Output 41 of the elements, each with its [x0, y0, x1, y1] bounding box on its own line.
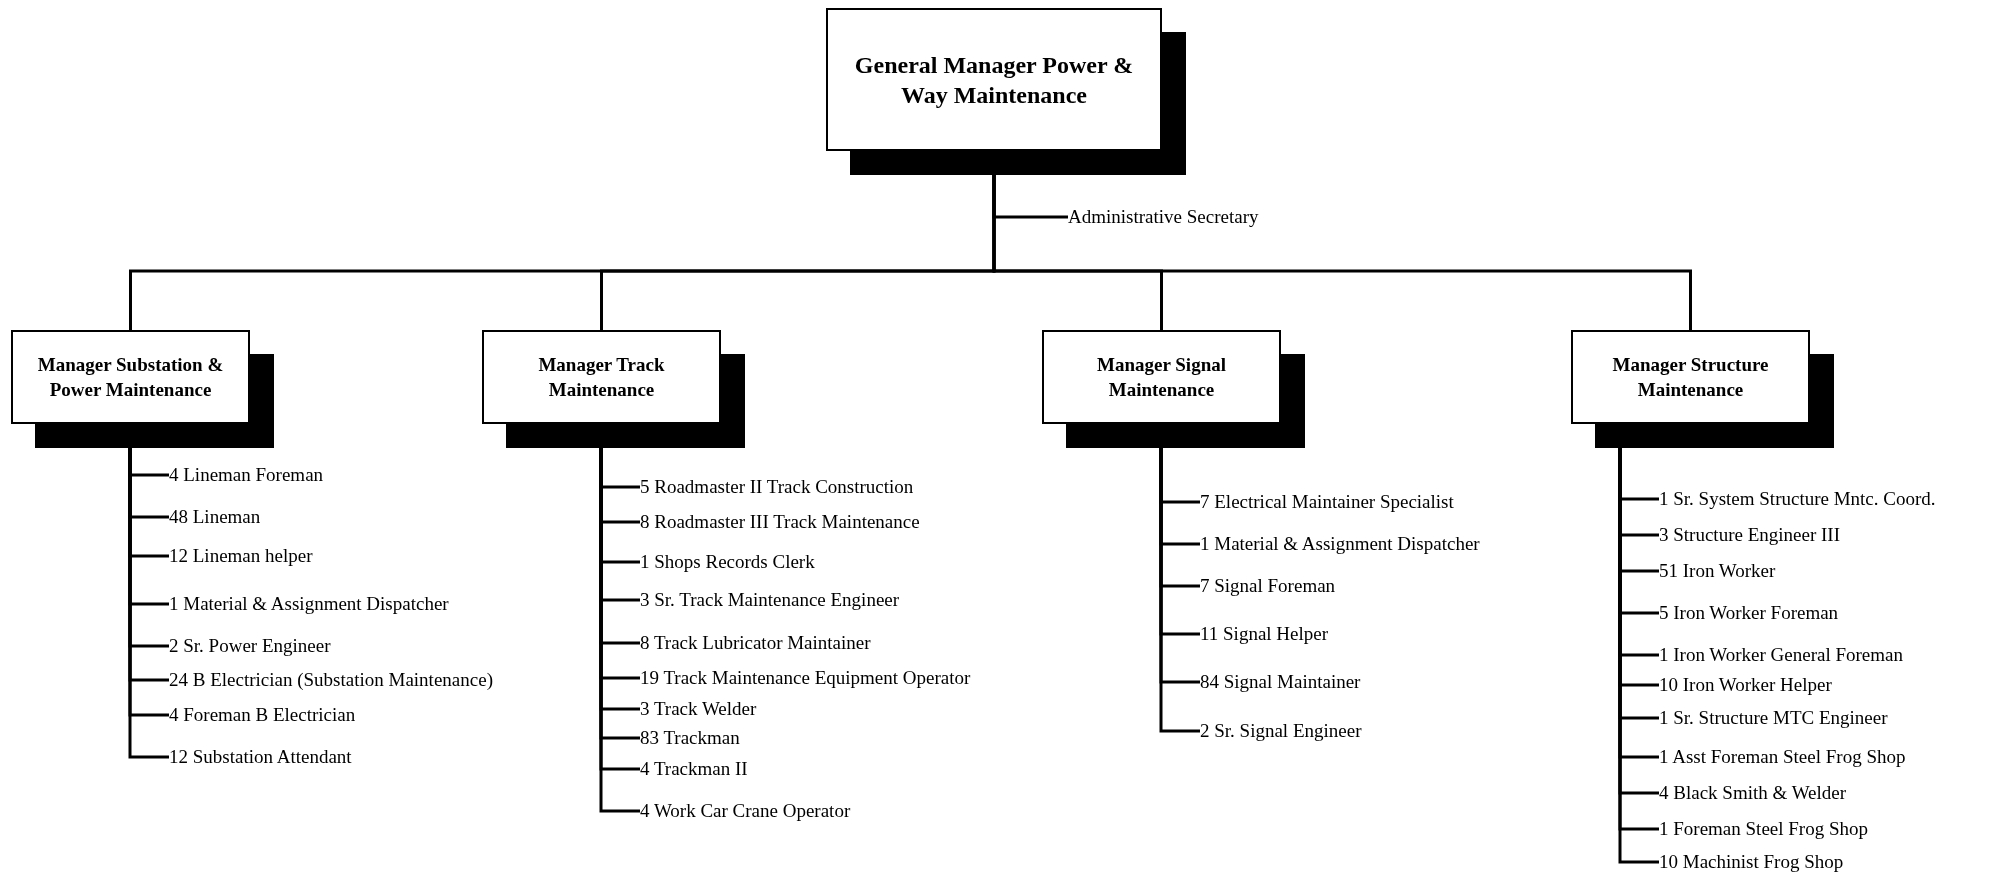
position-title: Manager Substation & Power Maintenance	[36, 353, 225, 402]
staff-position-text: 1 Sr. Structure MTC Engineer	[1659, 706, 1888, 730]
staff-position-text: 4 Work Car Crane Operator	[640, 799, 851, 823]
staff-position-text: 19 Track Maintenance Equipment Operator	[640, 666, 971, 690]
staff-position-text: 1 Shops Records Clerk	[640, 550, 815, 574]
staff-position-text: 84 Signal Maintainer	[1200, 670, 1361, 694]
staff-position-text: 2 Sr. Power Engineer	[169, 634, 331, 658]
staff-position-text: 24 B Electrician (Substation Maintenance)	[169, 668, 493, 692]
position-title: Manager Track Maintenance	[537, 353, 666, 402]
staff-position-text: 10 Iron Worker Helper	[1659, 673, 1832, 697]
staff-position-text: 1 Asst Foreman Steel Frog Shop	[1659, 745, 1906, 769]
staff-position-text: 3 Sr. Track Maintenance Engineer	[640, 588, 900, 612]
staff-position-text: 5 Roadmaster II Track Construction	[640, 475, 914, 499]
position-title: Manager Structure Maintenance	[1611, 353, 1770, 402]
staff-position-text: 48 Lineman	[169, 505, 261, 529]
staff-position-text: 12 Lineman helper	[169, 544, 313, 568]
staff-position-text: 4 Black Smith & Welder	[1659, 781, 1847, 805]
staff-position-text: 8 Roadmaster III Track Maintenance	[640, 510, 920, 534]
staff-position-text: 1 Sr. System Structure Mntc. Coord.	[1659, 487, 1936, 511]
staff-position-text: 2 Sr. Signal Engineer	[1200, 719, 1362, 743]
staff-position-text: 1 Foreman Steel Frog Shop	[1659, 817, 1868, 841]
staff-position-text: 12 Substation Attendant	[169, 745, 352, 769]
staff-position-text: 83 Trackman	[640, 726, 740, 750]
staff-position-text: 1 Material & Assignment Dispatcher	[1200, 532, 1480, 556]
position-title: General Manager Power & Way Maintenance	[853, 50, 1135, 110]
staff-position-text: 7 Signal Foreman	[1200, 574, 1336, 598]
staff-position-text: 1 Material & Assignment Dispatcher	[169, 592, 449, 616]
staff-position-text: 4 Trackman II	[640, 757, 748, 781]
staff-position-text: 3 Structure Engineer III	[1659, 523, 1840, 547]
staff-position-text: 3 Track Welder	[640, 697, 757, 721]
position-title: Manager Signal Maintenance	[1096, 353, 1227, 402]
staff-position-text: 4 Foreman B Electrician	[169, 703, 356, 727]
staff-position-text: 4 Lineman Foreman	[169, 463, 324, 487]
staff-position-text: 8 Track Lubricator Maintainer	[640, 631, 871, 655]
staff-position-text: 1 Iron Worker General Foreman	[1659, 643, 1903, 667]
staff-position-text: 10 Machinist Frog Shop	[1659, 850, 1844, 874]
staff-position-text: 51 Iron Worker	[1659, 559, 1776, 583]
staff-position-text: 7 Electrical Maintainer Specialist	[1200, 490, 1454, 514]
staff-position-text: Administrative Secretary	[1068, 205, 1259, 229]
staff-position-text: 5 Iron Worker Foreman	[1659, 601, 1839, 625]
staff-position-text: 11 Signal Helper	[1200, 622, 1329, 646]
